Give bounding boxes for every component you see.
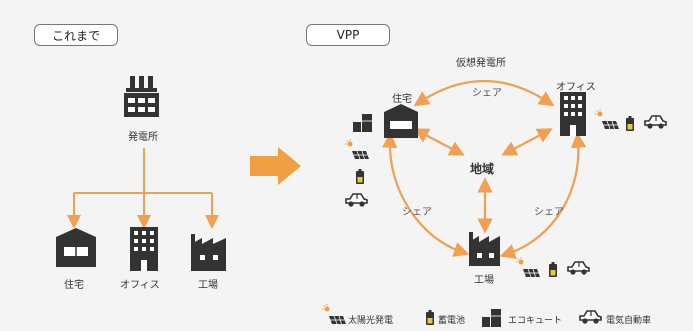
office-label: オフィス: [120, 280, 160, 291]
factory-node-label: 工場: [474, 275, 494, 286]
factory-node-icon: [469, 232, 500, 266]
home-node-label: 住宅: [392, 94, 412, 105]
factory-car-icon: [567, 261, 590, 276]
left-office-icon: [130, 227, 158, 271]
home-battery-icon: [356, 169, 364, 184]
office-node-label: オフィス: [556, 82, 596, 93]
left-factory-icon: [124, 76, 159, 117]
vpp-flow-arrows: [382, 80, 587, 259]
legend-ecocute-icon: [481, 308, 502, 328]
legend-battery-label: 蓄電池: [438, 316, 466, 326]
home-car-icon: [345, 193, 368, 208]
share-label-right: シェア: [534, 207, 564, 218]
left-house-icon: [56, 228, 96, 267]
home-node-icon: [384, 104, 418, 138]
region-label: 地域: [470, 162, 495, 176]
left-distribution-arrows: [67, 148, 219, 229]
office-battery-icon: [626, 116, 634, 131]
office-solar-icon: [594, 108, 620, 130]
transition-arrow: [250, 147, 301, 185]
office-node-icon: [560, 92, 586, 136]
office-car-icon: [644, 115, 667, 130]
factory-solar-icon: [515, 256, 541, 278]
left-small-factory-icon: [191, 234, 226, 271]
home-ecocute-icon: [352, 113, 373, 133]
legend-car-icon: [579, 310, 602, 325]
power-plant-label: 発電所: [128, 132, 158, 143]
legend-solar-label: 太陽光発電: [348, 316, 394, 326]
legend-car-label: 電気自動車: [606, 316, 652, 326]
factory-label: 工場: [198, 280, 218, 291]
legend-ecocute-label: エコキュート: [508, 316, 563, 326]
share-label-top: シェア: [472, 88, 502, 99]
vpp-tag: VPP: [306, 24, 390, 46]
legend-solar-icon: [321, 303, 347, 325]
house-label: 住宅: [64, 280, 84, 291]
factory-battery-icon: [549, 262, 557, 277]
legend-battery-icon: [426, 310, 434, 325]
home-solar-icon: [344, 138, 370, 160]
before-tag: これまで: [34, 24, 118, 46]
share-label-left: シェア: [402, 207, 432, 218]
virtual-power-plant-label: 仮想発電所: [456, 58, 506, 69]
